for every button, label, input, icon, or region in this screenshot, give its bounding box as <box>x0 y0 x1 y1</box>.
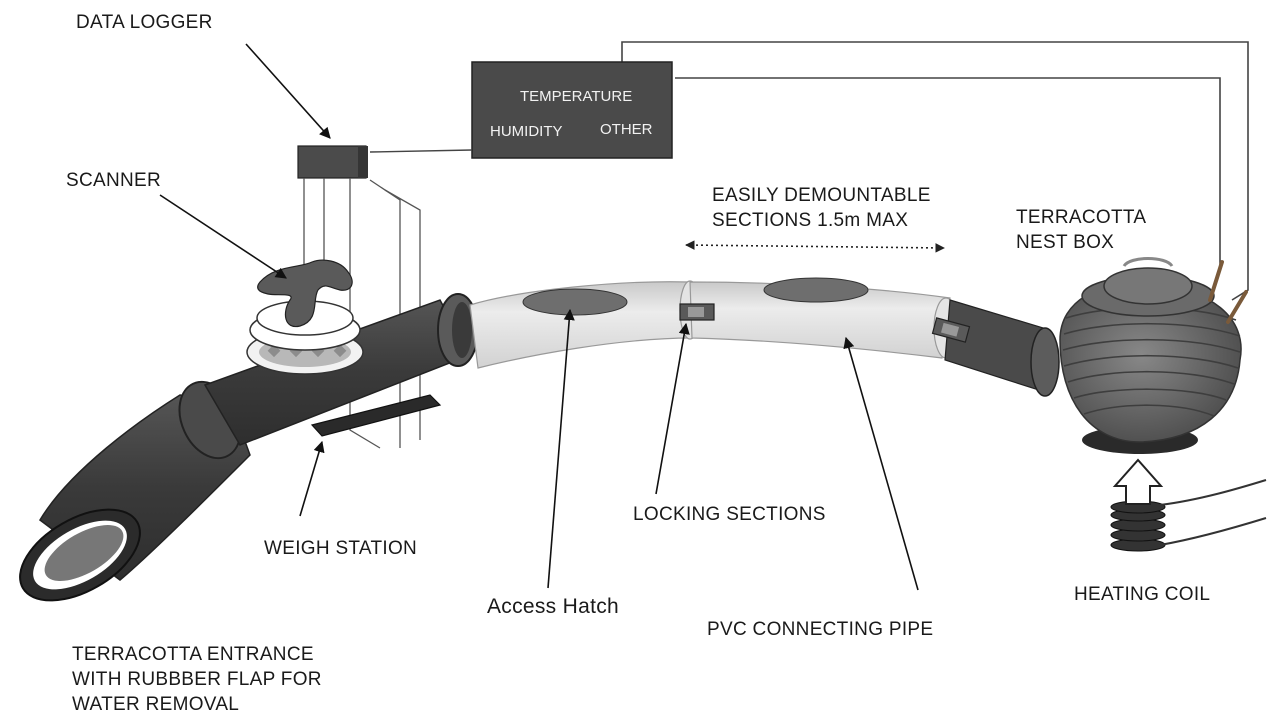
demountable-label: EASILY DEMOUNTABLE SECTIONS 1.5m MAX <box>712 183 931 233</box>
locking-sections-label: LOCKING SECTIONS <box>633 504 826 525</box>
nest-connector-pipe <box>944 299 1060 397</box>
heating-coil <box>1110 479 1267 552</box>
main-tube <box>203 293 479 446</box>
demountable-line-2: SECTIONS 1.5m MAX <box>712 210 909 231</box>
entrance-line-2: WITH RUBBBER FLAP FOR <box>72 669 322 690</box>
access-hatch-1 <box>522 288 628 316</box>
data-logger-box <box>297 145 368 179</box>
entrance-tube <box>19 380 251 602</box>
entrance-line-3: WATER REMOVAL <box>72 694 240 715</box>
leader-lines <box>159 43 919 591</box>
sensor-other-label: OTHER <box>600 121 653 138</box>
access-hatch-label: Access Hatch <box>487 595 619 618</box>
locking-clip-2 <box>931 317 971 343</box>
access-hatch-2 <box>763 277 869 303</box>
entrance-label: TERRACOTTA ENTRANCE WITH RUBBBER FLAP FO… <box>72 642 322 717</box>
data-logger-label: DATA LOGGER <box>76 12 213 33</box>
scanner-device <box>246 259 364 375</box>
nest-box-label: TERRACOTTA NEST BOX <box>1016 205 1146 255</box>
entrance-line-1: TERRACOTTA ENTRANCE <box>72 644 314 665</box>
sensor-box <box>369 61 673 159</box>
locking-clip-1 <box>679 303 715 321</box>
sensor-humidity-label: HUMIDITY <box>490 123 563 140</box>
sensor-wires <box>621 41 1249 301</box>
weigh-station-plate <box>310 394 442 437</box>
sensor-temperature-label: TEMPERATURE <box>520 88 633 105</box>
demountable-line-1: EASILY DEMOUNTABLE <box>712 185 931 206</box>
nest-box-line-1: TERRACOTTA <box>1016 207 1147 228</box>
heat-arrow <box>1112 458 1164 505</box>
heating-coil-label: HEATING COIL <box>1074 584 1211 605</box>
pvc-pipe-label: PVC CONNECTING PIPE <box>707 619 934 640</box>
terracotta-nest-box <box>1059 257 1248 454</box>
scanner-label: SCANNER <box>66 170 162 191</box>
demountable-span-arrow <box>685 240 945 253</box>
weigh-station-label: WEIGH STATION <box>264 538 418 559</box>
nest-box-line-2: NEST BOX <box>1016 232 1115 253</box>
